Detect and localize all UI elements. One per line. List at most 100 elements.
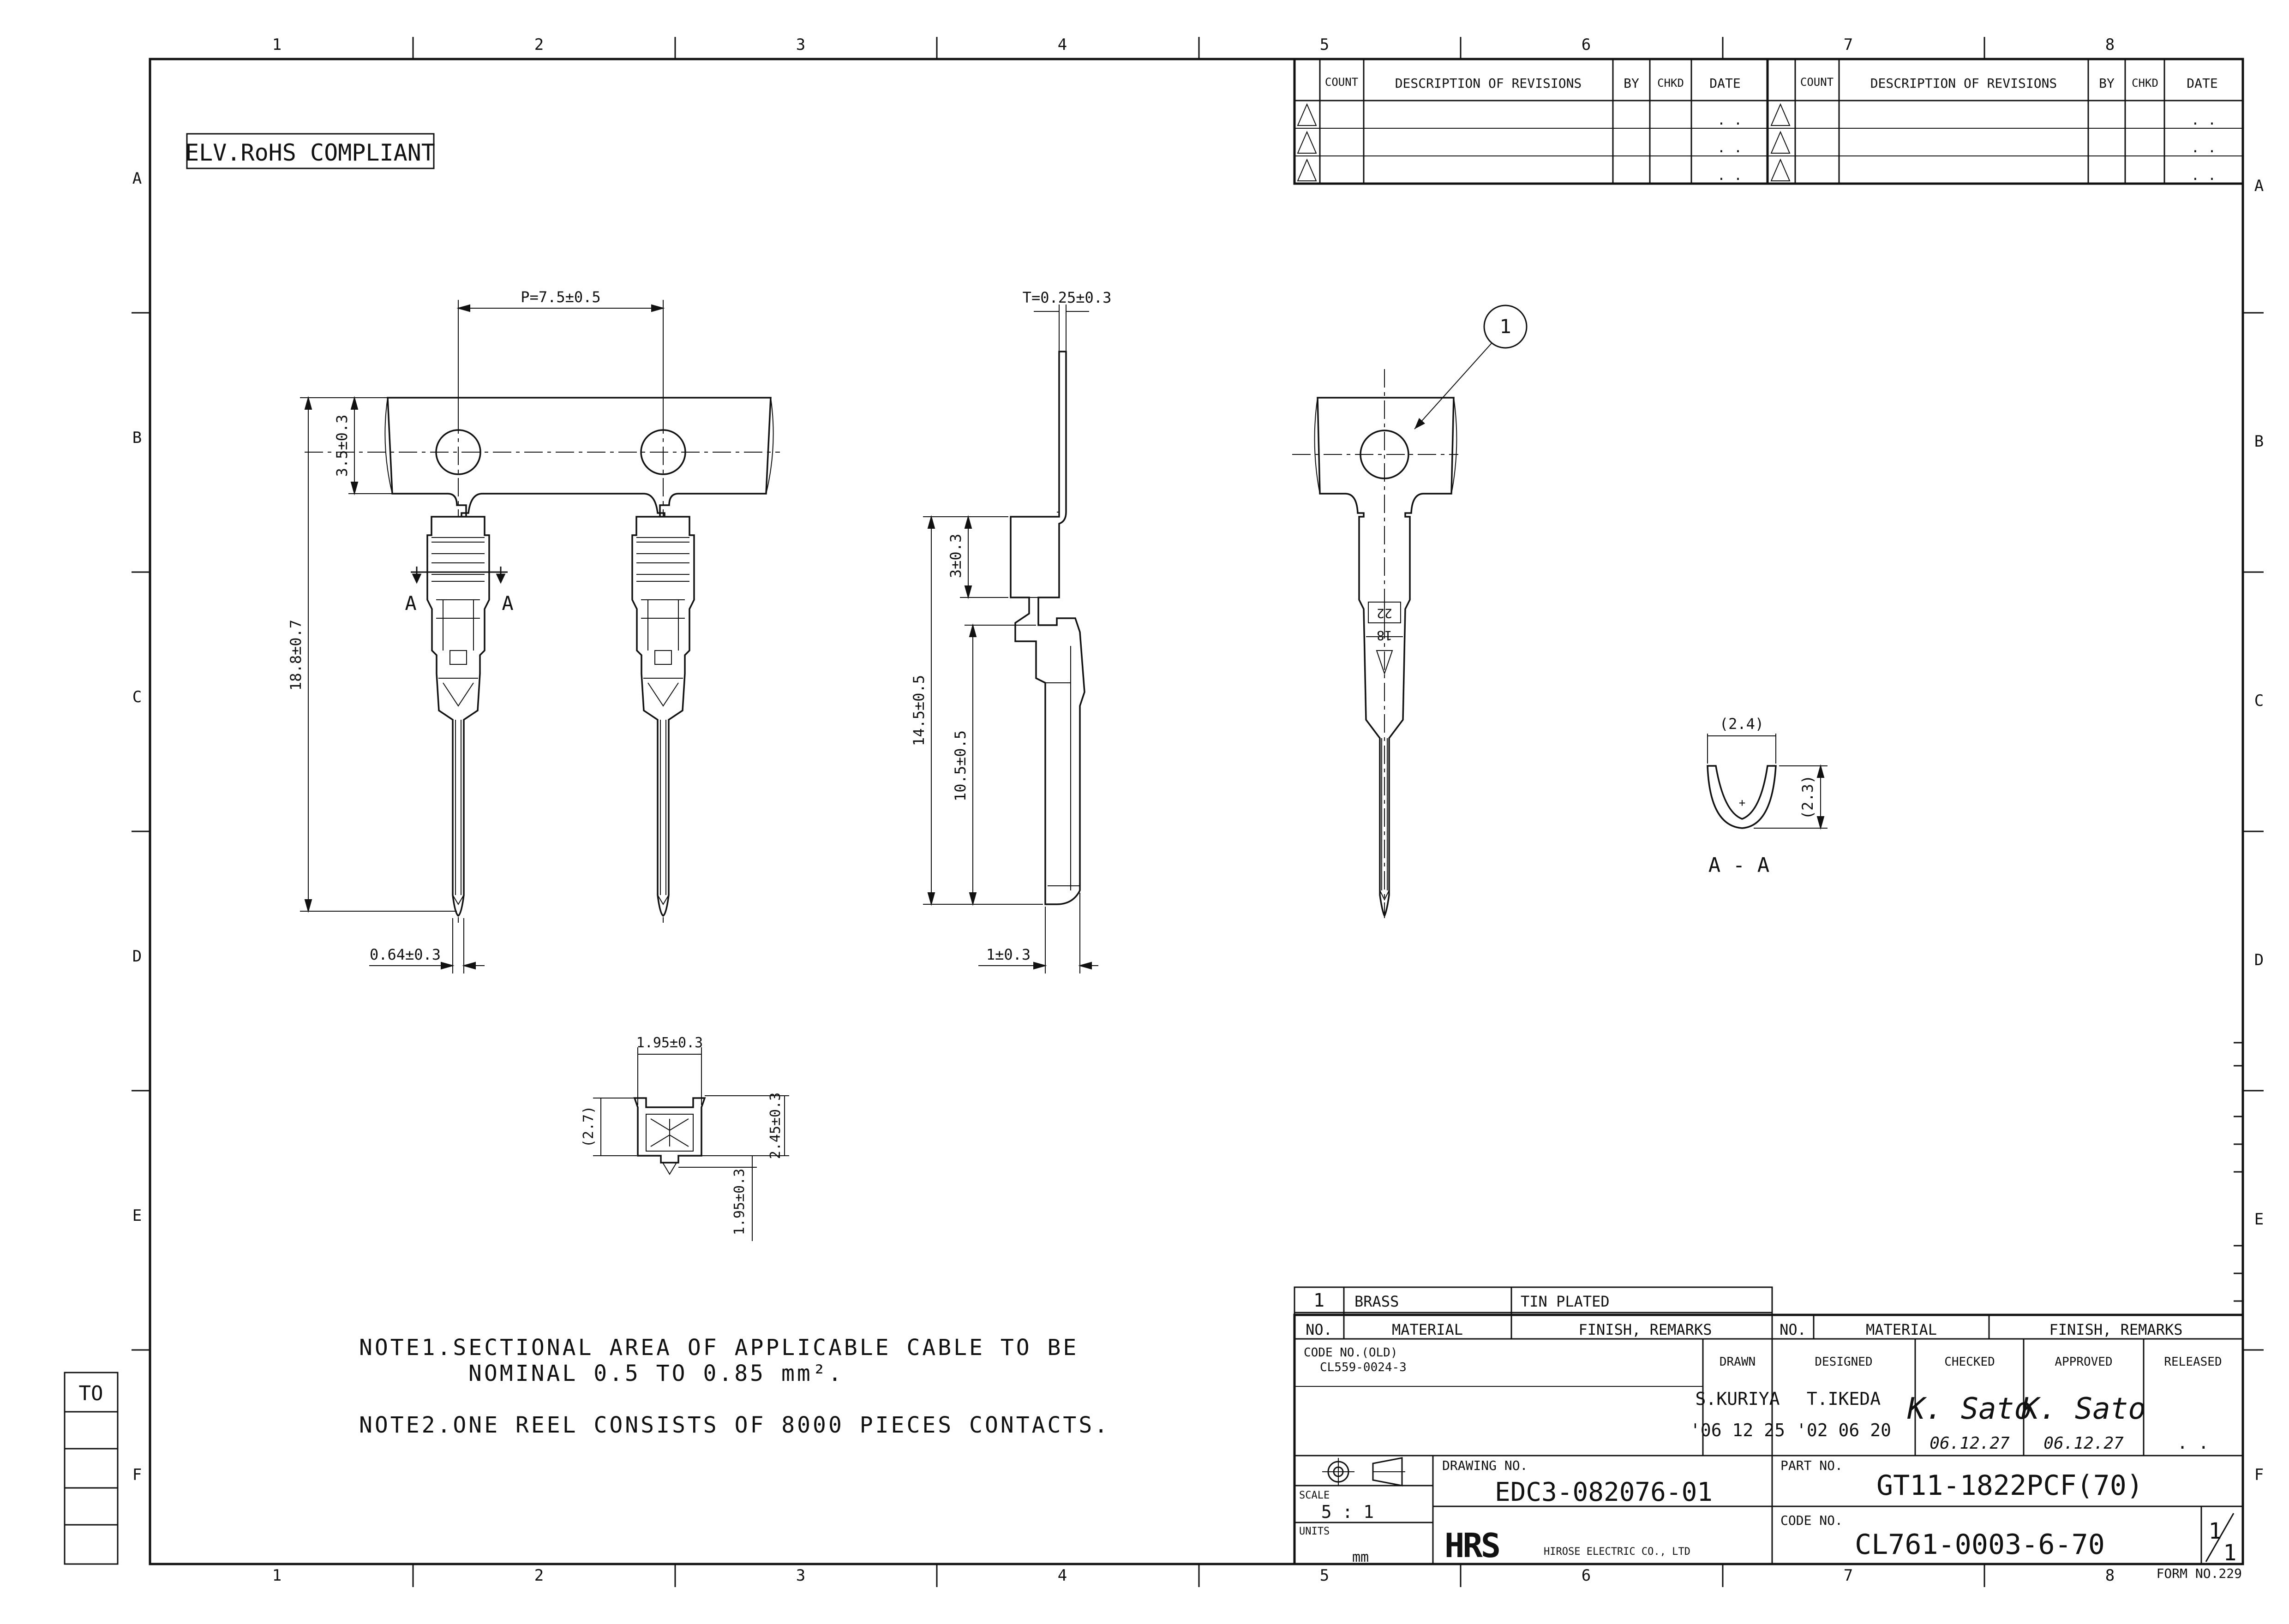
marking-18: 18 xyxy=(1377,628,1392,643)
scale-label: SCALE xyxy=(1299,1490,1330,1501)
units-label: UNITS xyxy=(1299,1526,1330,1537)
compliance-label: ELV.RoHS COMPLIANT xyxy=(185,139,435,166)
col-label: 7 xyxy=(1844,1566,1853,1585)
drawing-frame xyxy=(149,58,2244,1565)
row-label: F xyxy=(2254,1466,2264,1484)
drawn-label: DRAWN xyxy=(1720,1355,1756,1369)
marking-22: 22 xyxy=(1377,606,1392,621)
material-header-no: NO. xyxy=(1306,1321,1332,1338)
section-mark-left: A xyxy=(405,592,416,615)
row-label: D xyxy=(2254,951,2264,969)
col-label: 7 xyxy=(1844,36,1853,54)
overall-length-dimension: 18.8±0.7 xyxy=(287,620,305,691)
approved-date: 06.12.27 xyxy=(2043,1434,2124,1453)
form-number: FORM NO.229 xyxy=(2157,1566,2242,1581)
row-label: E xyxy=(132,1206,142,1225)
col-label: 4 xyxy=(1058,36,1067,54)
end-height-ref-dimension: (2.7) xyxy=(581,1106,597,1147)
row-label: D xyxy=(132,947,142,966)
row-label: C xyxy=(2254,692,2264,710)
checked-signature: K. Sato xyxy=(1907,1392,2032,1426)
front-view-carrier-strip: A A P=7.5±0.5 18.8±0.7 3.5±0.3 xyxy=(287,288,780,973)
rev-date-cell: . . xyxy=(1717,140,1742,156)
col-label: 1 xyxy=(272,1566,282,1585)
checked-label: CHECKED xyxy=(1944,1355,1995,1369)
rev-header-count: COUNT xyxy=(1800,76,1834,89)
material-header-material: MATERIAL xyxy=(1392,1321,1463,1338)
item-balloon xyxy=(1483,304,1528,349)
contact-front-right xyxy=(631,516,695,917)
rev-header-date: DATE xyxy=(1709,76,1740,91)
end-view: 1.95±0.3 (2.7) 2.45±0.3 1.95±0.3 xyxy=(581,1035,789,1241)
part-no-value: GT11-1822PCF(70) xyxy=(1876,1469,2143,1502)
rev-date-cell: . . xyxy=(2191,140,2216,156)
rev-date-cell: . . xyxy=(2191,112,2216,128)
rev-header-count: COUNT xyxy=(1325,76,1358,89)
code-old-value: CL559-0024-3 xyxy=(1320,1361,1407,1374)
border-row-ticks xyxy=(132,312,2264,1351)
row-label: B xyxy=(132,429,142,447)
released-value: . . xyxy=(2177,1433,2209,1453)
border-rows: A B C D E F A B C D E F xyxy=(132,169,2264,1484)
checked-date: 06.12.27 xyxy=(1929,1434,2010,1453)
body-length-dimension: 14.5±0.5 xyxy=(910,675,928,746)
col-label: 8 xyxy=(2105,1566,2115,1585)
title-block: NO. MATERIAL FINISH, REMARKS CODE NO.(OL… xyxy=(1293,1314,2244,1581)
rev-header-description: DESCRIPTION OF REVISIONS xyxy=(1870,76,2057,91)
tip-offset-dimension: 1±0.3 xyxy=(986,946,1031,963)
col-label: 3 xyxy=(796,1566,805,1585)
designed-label: DESIGNED xyxy=(1815,1355,1872,1369)
revision-table: COUNT DESCRIPTION OF REVISIONS BY CHKD D… xyxy=(1293,58,2244,185)
col-label: 1 xyxy=(272,36,282,54)
rev-date-cell: . . xyxy=(1717,112,1742,128)
to-label: TO xyxy=(79,1382,103,1405)
drawing-no-value: EDC3-082076-01 xyxy=(1495,1477,1713,1507)
projection-symbol-icon xyxy=(1322,1457,1405,1487)
rev-header-by: BY xyxy=(2099,76,2115,91)
pitch-dimension: P=7.5±0.5 xyxy=(521,288,600,306)
section-a-a-label: A - A xyxy=(1708,854,1769,877)
material-value: BRASS xyxy=(1354,1293,1399,1310)
code-no-value: CL761-0003-6-70 xyxy=(1855,1528,2105,1561)
scale-value: 5 : 1 xyxy=(1321,1502,1374,1522)
material-header-no-2: NO. xyxy=(1780,1321,1806,1338)
col-label: 5 xyxy=(1320,1566,1329,1585)
row-label: B xyxy=(2254,432,2264,451)
col-label: 6 xyxy=(1582,1566,1591,1585)
border-columns-top: 1 2 3 4 5 6 7 8 xyxy=(272,36,2115,54)
approved-label: APPROVED xyxy=(2055,1355,2112,1369)
row-label: A xyxy=(132,169,142,188)
material-table: 1 BRASS TIN PLATED NO. MATERIAL FINISH, … xyxy=(1294,1286,1773,1340)
contact-front-left xyxy=(426,516,490,917)
material-no: 1 xyxy=(1313,1290,1324,1311)
col-label: 5 xyxy=(1320,36,1329,54)
rev-header-description: DESCRIPTION OF REVISIONS xyxy=(1395,76,1582,91)
rev-header-by: BY xyxy=(1624,76,1639,91)
col-label: 4 xyxy=(1058,1566,1067,1585)
rev-header-date: DATE xyxy=(2187,76,2217,91)
code-old-label: CODE NO.(OLD) xyxy=(1304,1346,1398,1360)
part-no-label: PART NO. xyxy=(1780,1458,1843,1473)
hrs-logo: HRS xyxy=(1444,1526,1499,1565)
svg-text:+: + xyxy=(1739,796,1745,809)
row-label: E xyxy=(2254,1210,2264,1229)
pin-length-dimension: 10.5±0.5 xyxy=(952,730,969,801)
row-label: A xyxy=(2254,177,2264,195)
side-view-contact: T=0.25±0.3 3±0.3 14.5±0.5 10.5±0.5 xyxy=(910,289,1111,973)
material-header-finish-2: FINISH, REMARKS xyxy=(2049,1321,2183,1338)
rev-header-chkd: CHKD xyxy=(1657,77,1684,90)
carrier-height-dimension: 3.5±0.3 xyxy=(333,415,351,477)
material-header-material-2: MATERIAL xyxy=(1866,1321,1937,1338)
border-column-ticks xyxy=(412,37,1985,1587)
section-height-dimension: (2.3) xyxy=(1799,775,1816,819)
drawn-date: '06 12 25 xyxy=(1690,1420,1785,1440)
sheet-number: 1 xyxy=(2209,1518,2222,1544)
notes: NOTE1.SECTIONAL AREA OF APPLICABLE CABLE… xyxy=(359,1335,1110,1438)
code-no-label: CODE NO. xyxy=(1780,1513,1843,1528)
row-label: F xyxy=(132,1466,142,1484)
note-2: NOTE2.ONE REEL CONSISTS OF 8000 PIECES C… xyxy=(359,1412,1110,1438)
pin-width-dimension: 0.64±0.3 xyxy=(370,946,441,963)
company-name: HIROSE ELECTRIC CO., LTD xyxy=(1544,1546,1690,1558)
end-height-dimension: 2.45±0.3 xyxy=(767,1093,784,1159)
